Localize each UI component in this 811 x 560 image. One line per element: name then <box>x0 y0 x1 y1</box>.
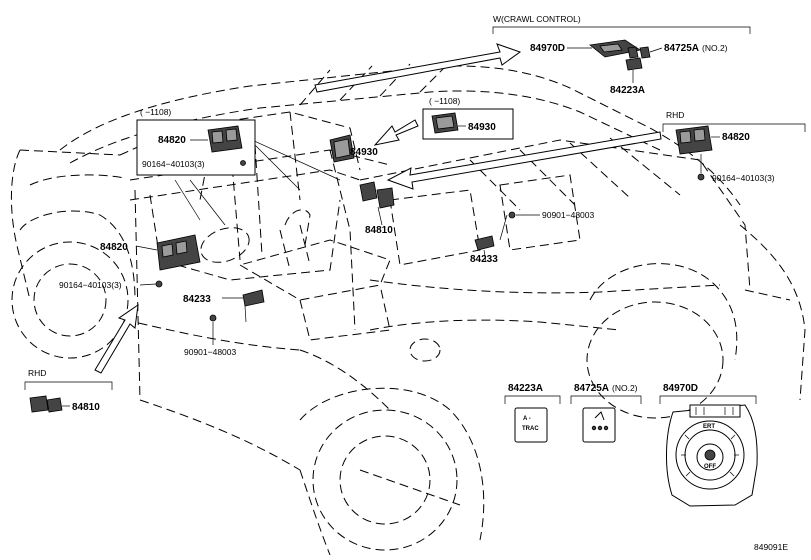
panel-label-84725a: 84725A <box>574 383 609 394</box>
label-top-84725a-note: (NO.2) <box>702 43 728 53</box>
panel-face-text-2: TRAC <box>522 426 539 432</box>
label-rhd-bottom: RHD <box>28 368 46 378</box>
arrow-rhd-84810 <box>94 303 139 374</box>
label-screw-left: 90164−40103(3) <box>59 280 122 290</box>
detail-box-84820: ( −1108) 84820 90164−40103(3) <box>136 107 256 176</box>
label-crawl-control: W(CRAWL CONTROL) <box>493 14 581 24</box>
crawl-control-group: W(CRAWL CONTROL) 84970D 84725A (NO.2) 84… <box>492 14 751 96</box>
label-clip-center: 90901−48003 <box>542 210 595 220</box>
label-top-84223a: 84223A <box>610 85 645 96</box>
panel-label-84970d: 84970D <box>663 383 698 394</box>
label-rhd-top: RHD <box>666 110 684 120</box>
label-box-left-range: ( −1108) <box>140 107 171 117</box>
label-top-84725a: 84725A <box>664 43 699 54</box>
label-84233-center: 84233 <box>470 254 498 265</box>
drawing-number: 849091E <box>754 542 788 552</box>
part-84233-center <box>474 211 516 263</box>
label-box-left-screw: 90164−40103(3) <box>142 159 205 169</box>
label-rhd-top-84820: 84820 <box>722 132 750 143</box>
arrow-84930 <box>373 119 419 146</box>
rhd-bottom-group: RHD 84810 <box>24 368 113 413</box>
detail-panel-84223a: 84223A A - TRAC <box>504 383 561 443</box>
crawl-icon <box>591 411 609 431</box>
detail-box-84930: ( −1108) 84930 <box>422 96 514 140</box>
dial-text-center: OFF <box>704 464 716 470</box>
part-84233-dash <box>209 289 265 338</box>
label-top-84970d: 84970D <box>530 43 565 54</box>
detail-panel-84725a: 84725A (NO.2) <box>570 383 642 443</box>
leader-arrows <box>94 43 662 374</box>
arrow-to-crawl-control <box>314 43 522 93</box>
panel-note-84725a: (NO.2) <box>612 383 638 393</box>
panel-face-text-1: A - <box>523 416 531 422</box>
label-84233-dash: 84233 <box>183 294 211 305</box>
label-box-left-84820: 84820 <box>158 135 186 146</box>
label-84930-center: 84930 <box>350 147 378 158</box>
panel-label-84223a: 84223A <box>508 383 543 394</box>
label-rhd-top-screw: 90164−40103(3) <box>712 173 775 183</box>
part-84810-center <box>359 181 395 209</box>
label-clip-dash: 90901−48003 <box>184 347 237 357</box>
dial-text-top: ERT <box>703 424 715 430</box>
part-84930-center <box>329 134 355 163</box>
label-box-mid-84930: 84930 <box>468 122 496 133</box>
arrow-rhd-84820 <box>386 131 662 190</box>
rhd-top-group: RHD 84820 90164−40103(3) <box>662 110 806 183</box>
label-rhd-bottom-84810: 84810 <box>72 402 100 413</box>
detail-panel-84970d: 84970D ERT OFF <box>659 383 758 507</box>
label-84820-left: 84820 <box>100 242 128 253</box>
part-84820-left <box>155 234 201 288</box>
label-84810-center: 84810 <box>365 225 393 236</box>
label-box-mid-range: ( −1108) <box>429 96 460 106</box>
